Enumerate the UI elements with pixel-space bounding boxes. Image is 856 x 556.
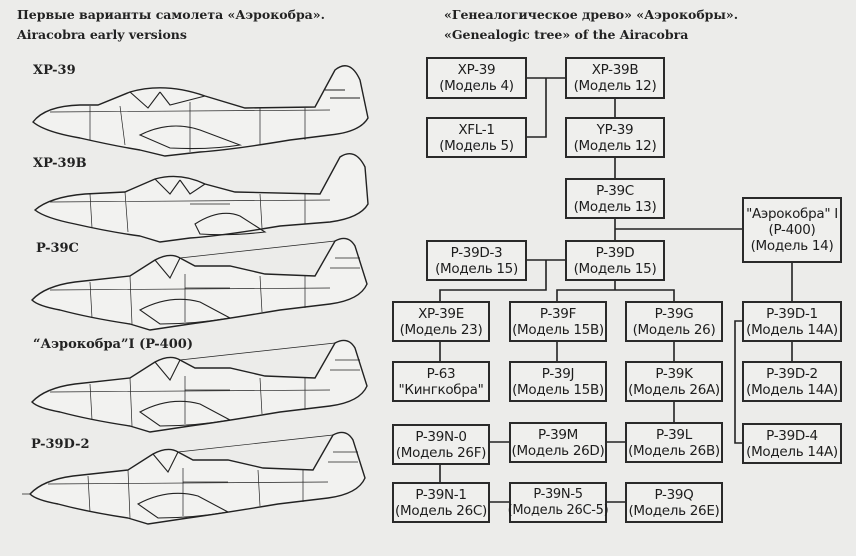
node-designation: P-39G — [654, 305, 694, 322]
node-designation: P-39L — [656, 426, 692, 443]
node-model: (Модель 4) — [439, 78, 514, 94]
node-designation: P-39N-1 — [415, 486, 467, 503]
caption-english: Airacobra early versions — [17, 27, 187, 42]
node-designation: P-39D-2 — [766, 365, 818, 382]
aircraft-label: XP-39 — [33, 63, 76, 78]
tree-node-p39d4: P-39D-4 (Модель 14A) — [742, 423, 842, 464]
node-model: (Модель 12) — [573, 78, 657, 94]
tree-node-p39n5: P-39N-5 (Модель 26C-5) — [507, 482, 609, 523]
aircraft-drawing-xp39 — [32, 65, 369, 157]
node-designation: P-39C — [596, 182, 634, 199]
aircraft-drawing-p39d2 — [22, 431, 366, 525]
node-model: (Модель 5) — [439, 137, 514, 154]
node-designation-alt: (P-400) — [768, 222, 816, 238]
caption-english: «Genealogic tree» of the Airacobra — [444, 27, 689, 42]
caption-russian: «Генеалогическое древо» «Аэрокобры». — [444, 7, 739, 22]
tree-node-p39q: P-39Q (Модель 26E) — [625, 482, 723, 523]
node-designation: P-39Q — [654, 486, 694, 503]
tree-node-p39c: P-39C (Модель 13) — [565, 178, 665, 219]
node-designation: XP-39E — [418, 305, 464, 322]
tree-node-xp39e: XP-39E (Модель 23) — [392, 301, 490, 342]
node-designation: P-39K — [655, 365, 693, 382]
aircraft-drawing-p39c — [31, 237, 368, 331]
node-designation: P-39J — [541, 365, 575, 382]
aircraft-label: P-39D-2 — [31, 437, 90, 452]
node-designation: "Аэрокобра" I — [746, 206, 838, 222]
node-model: (Модель 23) — [399, 321, 483, 338]
node-model: (Модель 26D) — [511, 442, 605, 459]
node-model: (Модель 26) — [632, 321, 716, 338]
tree-node-p39l: P-39L (Модель 26B) — [625, 422, 723, 463]
left-caption: Первые варианты самолета «Аэрокобра». Ai… — [17, 5, 325, 45]
node-model: (Модель 15B) — [512, 381, 604, 398]
tree-node-p39n0: P-39N-0 (Модель 26F) — [392, 424, 490, 465]
aircraft-label: XP-39B — [33, 156, 87, 171]
node-model: (Модель 13) — [573, 198, 657, 215]
node-model: (Модель 15) — [573, 260, 657, 277]
tree-node-xp39: XP-39 (Модель 4) — [426, 57, 527, 99]
tree-node-p39k: P-39K (Модель 26A) — [625, 361, 723, 402]
tree-node-p39j: P-39J (Модель 15B) — [509, 361, 607, 402]
node-designation: P-39M — [537, 426, 579, 443]
connector — [556, 289, 675, 301]
tree-node-xp39b: XP-39B (Модель 12) — [565, 57, 665, 99]
tree-node-xfl1: XFL-1 (Модель 5) — [426, 117, 527, 158]
node-model: (Модель 26C-5) — [507, 502, 609, 518]
node-designation: XP-39 — [457, 62, 496, 78]
node-model: (Модель 14A) — [746, 443, 838, 460]
aircraft-label: “Аэрокобра”I (P-400) — [33, 337, 193, 352]
node-designation: P-63 — [426, 365, 456, 382]
tree-node-p39d3: P-39D-3 (Модель 15) — [426, 240, 527, 281]
node-designation: P-39N-0 — [415, 428, 467, 445]
aircraft-drawing-xp39b — [33, 153, 369, 243]
node-model: (Модель 26B) — [628, 442, 720, 459]
connector — [734, 320, 742, 444]
node-designation: XFL-1 — [458, 121, 495, 138]
node-model: (Модель 15) — [435, 260, 518, 277]
tree-node-p39f: P-39F (Модель 15B) — [509, 301, 607, 342]
tree-node-p39d: P-39D (Модель 15) — [565, 240, 665, 281]
tree-node-p39g: P-39G (Модель 26) — [625, 301, 723, 342]
node-model: (Модель 14A) — [746, 321, 838, 338]
tree-node-p400: "Аэрокобра" I (P-400) (Модель 14) — [742, 197, 842, 263]
node-model: (Модель 15B) — [512, 321, 604, 338]
node-designation: P-39D — [595, 244, 635, 261]
tree-node-p39n1: P-39N-1 (Модель 26C) — [392, 482, 490, 523]
node-model: (Модель 14A) — [746, 381, 838, 398]
node-model: (Модель 26E) — [628, 502, 720, 519]
node-designation: P-39D-4 — [766, 427, 818, 444]
node-designation: XP-39B — [591, 62, 639, 78]
node-designation: P-39N-5 — [533, 486, 583, 502]
node-designation: P-39F — [539, 305, 577, 322]
tree-node-yp39: YP-39 (Модель 12) — [565, 117, 665, 158]
tree-node-p39m: P-39M (Модель 26D) — [509, 422, 607, 463]
node-model: (Модель 26F) — [395, 444, 487, 461]
tree-node-p63: P-63 "Кингкобра" — [392, 361, 490, 402]
node-designation: P-39D-3 — [450, 244, 503, 261]
node-designation: P-39D-1 — [766, 305, 818, 322]
connector — [526, 78, 547, 138]
node-model: (Модель 14) — [750, 238, 834, 254]
tree-node-p39d2: P-39D-2 (Модель 14A) — [742, 361, 842, 402]
aircraft-drawing-p400 — [31, 339, 368, 433]
node-nickname: "Кингкобра" — [398, 381, 484, 398]
tree-node-p39d1: P-39D-1 (Модель 14A) — [742, 301, 842, 342]
node-model: (Модель 26A) — [628, 381, 720, 398]
node-designation: YP-39 — [596, 121, 634, 138]
right-caption: «Генеалогическое древо» «Аэрокобры». «Ge… — [444, 5, 738, 45]
node-model: (Модель 26C) — [395, 502, 487, 519]
node-model: (Модель 12) — [573, 137, 657, 154]
aircraft-label: P-39C — [36, 241, 79, 256]
connector — [439, 260, 547, 301]
caption-russian: Первые варианты самолета «Аэрокобра». — [17, 7, 325, 22]
